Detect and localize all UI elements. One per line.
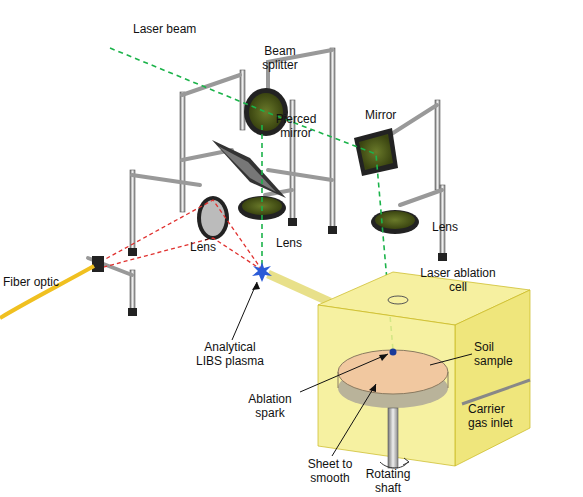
part-label: Ablation spark <box>240 392 300 420</box>
part-label: Beam splitter <box>250 44 310 72</box>
part-label: Lens <box>432 220 472 234</box>
part-label: Soil sample <box>474 340 524 368</box>
part-label: Pierced mirror <box>268 112 324 140</box>
part-label: Analytical LIBS plasma <box>190 340 270 368</box>
part-label: Fiber optic <box>3 275 73 289</box>
part-label: Laser ablation cell <box>418 266 498 294</box>
part-label: Laser beam <box>133 22 223 36</box>
part-label: Mirror <box>365 108 425 122</box>
part-label: Lens <box>276 236 316 250</box>
part-label: Carrier gas inlet <box>468 402 518 430</box>
part-label: Rotating shaft <box>358 467 418 495</box>
part-label: Lens <box>190 240 230 254</box>
part-label: Sheet to smooth <box>305 457 355 485</box>
